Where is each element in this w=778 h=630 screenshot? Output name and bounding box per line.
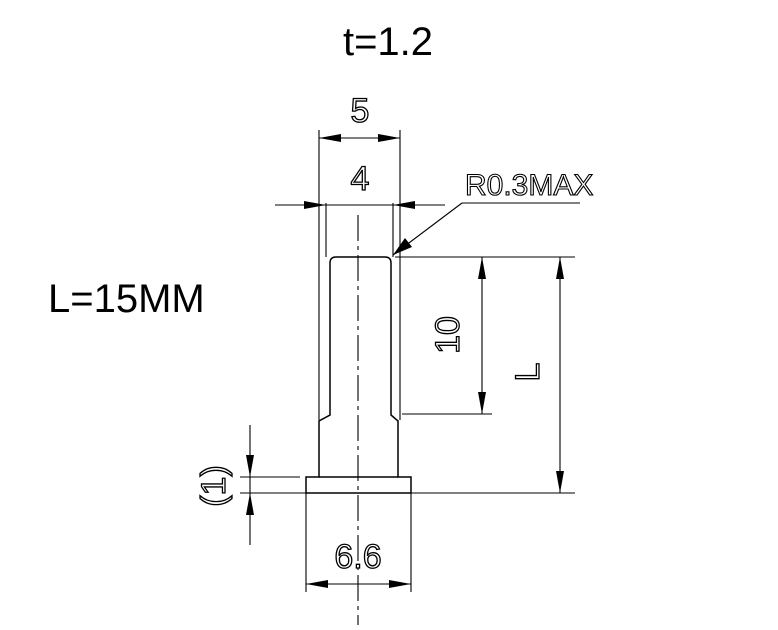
width-4-dimension: 4 [275,159,445,209]
arrowhead [478,257,486,279]
part-outline [305,203,412,625]
length-label: L=15MM [48,277,205,321]
arrowhead [378,134,400,142]
arrowhead [246,493,254,515]
flange-thickness-dimension: (1) [194,425,306,545]
arrowhead [393,238,412,255]
dimension-text: 4 [351,160,370,198]
arrowhead [556,257,564,279]
dimension-text: 10 [429,316,467,354]
radius-note: R0.3MAX [465,169,593,202]
dimension-text: 5 [351,92,370,130]
pin-body-outline [305,256,412,494]
arrowhead [478,392,486,414]
arrowhead [393,201,415,209]
length-10-dimension: 10 [395,256,575,415]
radius-leader: R0.3MAX [392,168,594,256]
dimension-text: (1) [195,465,233,507]
arrowhead [556,471,564,493]
width-5-dimension: 5 [318,91,401,420]
dimension-text: 6.6 [334,538,381,576]
flange-diameter-dimension: 6.6 [305,493,412,592]
arrowhead [306,580,328,588]
arrowhead [319,134,341,142]
arrowhead [246,455,254,477]
length-L-dimension: L [411,257,575,494]
arrowhead [304,201,326,209]
dimension-text: L [509,363,547,382]
thickness-label: t=1.2 [343,20,433,64]
arrowhead [389,580,411,588]
